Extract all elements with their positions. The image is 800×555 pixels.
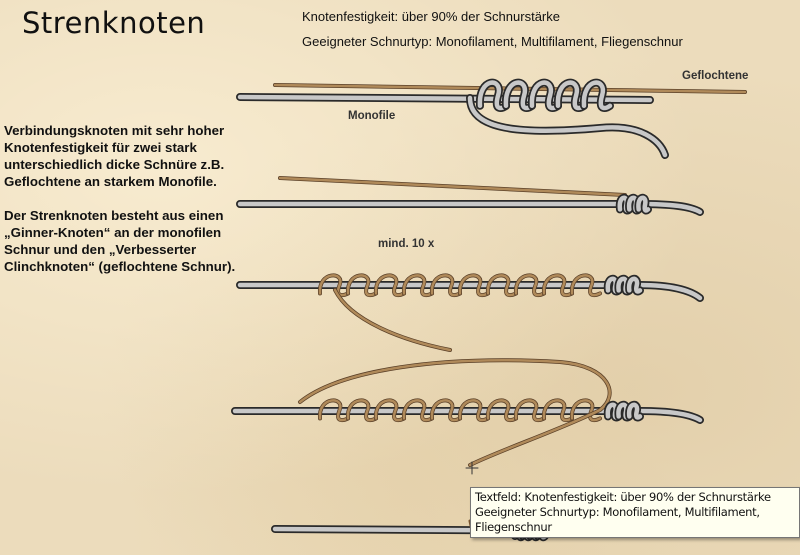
- braided-line: [430, 274, 462, 297]
- label-turns: mind. 10 x: [378, 238, 435, 250]
- mono-line: [529, 80, 561, 111]
- braided-line: [542, 399, 574, 422]
- mono-line: [237, 94, 653, 103]
- label-mono: Monofile: [348, 110, 396, 122]
- braided-line: [486, 399, 518, 422]
- braided-line: [570, 399, 602, 422]
- tooltip: Textfeld: Knotenfestigkeit: über 90% der…: [470, 487, 800, 538]
- description: Verbindungsknoten mit sehr hoher Knotenf…: [4, 122, 244, 292]
- braided-line: [333, 288, 452, 352]
- cursor-icon: [465, 461, 479, 475]
- tooltip-line: Geeigneter Schnurtyp: Monofilament, Mult…: [475, 505, 760, 534]
- description-paragraph: Der Strenknoten besteht aus einen „Ginne…: [4, 208, 236, 274]
- braided-line: [486, 274, 518, 297]
- braided-line: [402, 274, 434, 297]
- braided-line: [402, 399, 434, 422]
- label-braided: Geflochtene: [682, 70, 749, 82]
- braided-line: [346, 399, 378, 422]
- braided-line: [514, 399, 546, 422]
- mono-line: [581, 80, 613, 111]
- braided-line: [374, 399, 406, 422]
- mono-line: [626, 276, 643, 294]
- description-paragraph: Verbindungsknoten mit sehr hoher Knotenf…: [4, 123, 225, 189]
- braided-line: [333, 288, 452, 352]
- mono-line: [636, 195, 651, 213]
- tooltip-line: Textfeld: Knotenfestigkeit: über 90% der…: [475, 490, 771, 504]
- braided-line: [318, 274, 350, 297]
- knot-strength-text[interactable]: Knotenfestigkeit: über 90% der Schnurstä…: [302, 9, 560, 24]
- braided-line: [458, 274, 490, 297]
- braided-line: [278, 176, 627, 197]
- mono-line: [503, 80, 535, 111]
- braided-line: [318, 399, 350, 422]
- mono-line: [626, 402, 643, 420]
- mono-line: [555, 80, 587, 111]
- line-type-text[interactable]: Geeigneter Schnurtyp: Monofilament, Mult…: [302, 34, 683, 49]
- braided-line: [458, 399, 490, 422]
- braided-line: [430, 399, 462, 422]
- mono-line: [477, 80, 509, 111]
- braided-line: [346, 274, 378, 297]
- braided-line: [514, 274, 546, 297]
- mono-line: [467, 95, 668, 158]
- braided-line: [374, 274, 406, 297]
- braided-line: [298, 359, 611, 467]
- braided-line: [542, 274, 574, 297]
- page-title: Strenknoten: [22, 6, 206, 40]
- braided-line: [570, 274, 602, 297]
